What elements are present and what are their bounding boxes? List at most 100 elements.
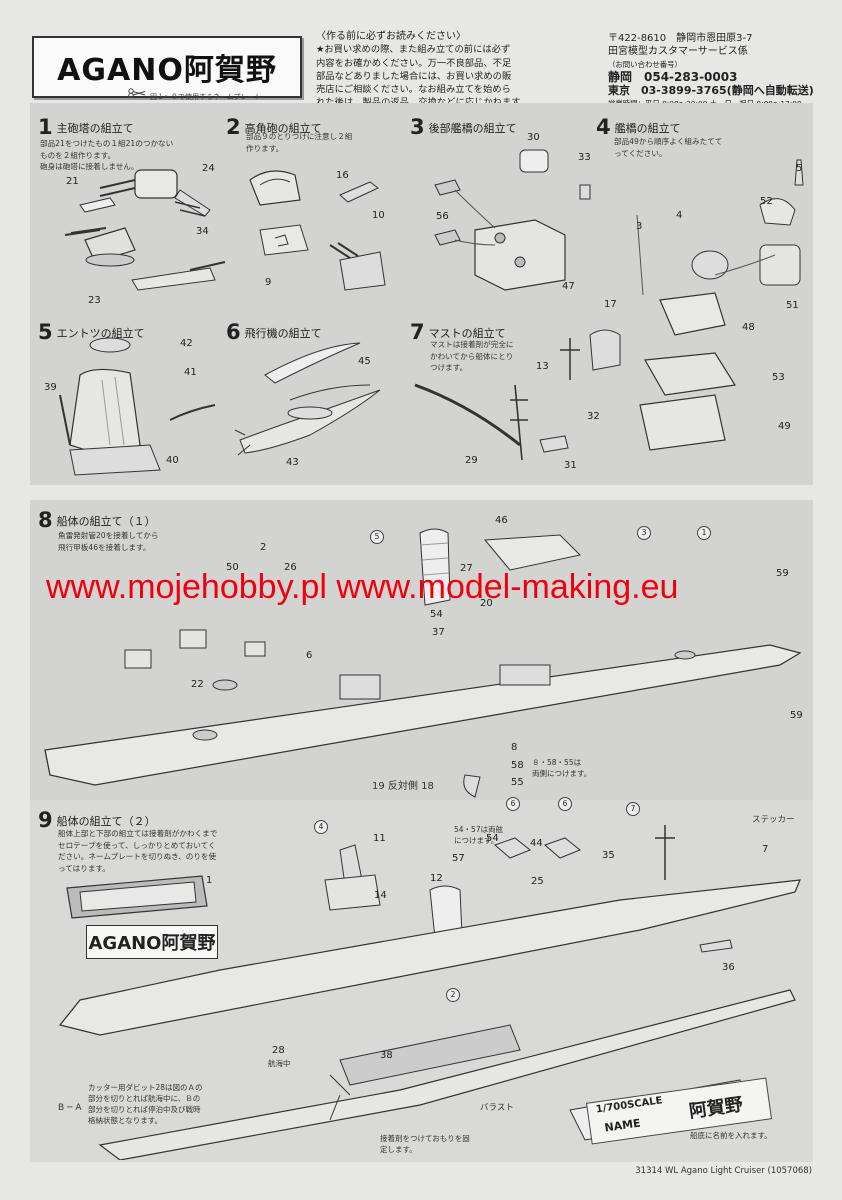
step-4-bridge-diagram [589,159,804,451]
step-3-rear-bridge-diagram [434,149,591,291]
part-label: 53 [772,372,785,383]
part-label: 57 [452,853,465,864]
step-2-aa-gun-diagram [249,170,386,291]
part-label: 9 [265,277,272,288]
inquiry-label: （お問い合わせ番号） [608,60,682,69]
part-label: 35 [602,850,615,861]
step-number: 4 [596,115,611,139]
contact-info: 〒422-8610 静岡市恩田原3-7 田宮模型カスタマーサービス係 （お問い合… [608,32,838,110]
part-label: 13 [536,361,549,372]
part-label: 59 [790,710,803,721]
intro-line: れた後は、製品の返品、交換などに応じかねます。 [316,96,586,109]
callout-2: 2 [446,988,460,1002]
part-label: 10 [372,210,385,221]
step-title: エントツの組立て [56,327,145,340]
step-7-mast-diagram [414,338,580,461]
note-54-57: 54・57は両舷 につけます。 [454,825,504,845]
part-label: 39 [44,382,57,393]
intro-line: 部品などありました場合には、お買い求めの販 [316,70,512,82]
part-label: 6 [306,650,313,661]
step-8-note: 魚雷発射管20を接着してから 飛行甲板46を接着します。 [58,531,159,552]
step-number: 1 [38,115,53,139]
part-label: 46 [495,515,508,526]
part-label: 48 [742,322,755,333]
part-label: 29 [465,455,478,466]
part-label: 33 [578,152,591,163]
part-label: 20 [480,598,493,609]
ballast-label: バラスト [480,1103,514,1113]
callout-6: 6 [506,797,520,811]
footer-product-code: 31314 WL Agano Light Cruiser (1057068) [635,1166,812,1176]
part-label: 45 [358,356,371,367]
callout-5: 5 [370,530,384,544]
part-label: 50 [226,562,239,573]
intro-line: ★お買い求めの際、また組み立ての前には必ず [316,44,511,56]
part-label: 7 [762,844,769,855]
part-label: 14 [374,890,387,901]
step-title: 飛行機の組立て [244,327,322,340]
title-nameplate: AGANO阿賀野 [32,36,302,98]
part-label: 36 [722,962,735,973]
step-number: 8 [38,508,53,532]
part-label: 22 [191,679,204,690]
intro-notice: 〈作る前に必ずお読みください〉 ★お買い求めの際、また組み立ての前には必ず 内容… [316,30,586,110]
intro-line: 内容をお確かめください。万一不良部品、不足 [316,57,512,69]
nameplate-text: AGANO阿賀野 [88,933,216,954]
part-label: 34 [196,226,209,237]
part-label: 23 [88,295,101,306]
part-label: 40 [166,455,179,466]
callout-6: 6 [558,797,572,811]
nameplate: AGANO阿賀野 [86,925,218,959]
step-8-hull-diagram [44,528,802,798]
step-title: 主砲塔の組立て [56,122,134,135]
step-title: マストの組立て [428,327,506,340]
callout-3: 3 [637,526,651,540]
step-5-funnel-diagram [59,337,216,476]
davit-note: カッター用ダビット28は図のＡの 部分を切りとれば航海中に、Ｂの 部分を切りとれ… [88,1083,203,1125]
step-2-note: 部品９のとりつけに注意し２組 作ります。 [246,132,353,153]
callout-4: 4 [314,820,328,834]
postal-address: 〒422-8610 静岡市恩田原3-7 [608,33,753,44]
part-label: 54 [430,609,443,620]
part-label: 1 [206,875,213,886]
step-number: 3 [410,115,425,139]
part-label: 12 [430,873,443,884]
step-title: 後部艦橋の組立て [428,122,517,135]
part-label: 2 [260,542,267,553]
part-label: 31 [564,460,577,471]
part-label: 26 [284,562,297,573]
step-1-note: 部品21をつけたもの１組21のつかない ものを２組作ります。 砲身は砲塔に接着し… [40,139,174,171]
part-label: 52 [760,196,773,207]
davit-diagram-ab: B ─ A [58,1103,82,1113]
step-7-note: マストは接着剤が完全に かわいてから船体にとり つけます。 [430,340,514,372]
callout-7: 7 [626,802,640,816]
step-title: 艦橋の組立て [614,122,681,135]
part-label: 24 [202,163,215,174]
step-8-sub-label: 19 反対側 18 [372,781,434,792]
step-1-turret-diagram [64,169,226,291]
part-label: 11 [373,833,386,844]
step-number: 6 [226,320,241,344]
part-label: 51 [786,300,799,311]
step-title: 船体の組立て（２） [56,815,156,828]
phone-shizuoka: 静岡 054-283-0003 [608,70,738,84]
step-9-note: 船体上部と下部の組立ては接着剤がかわくまで セロテープを使って、しっかりとめてお… [58,829,218,873]
part-label: 17 [604,299,617,310]
nameplate-frame [66,875,208,919]
part-label: 8 [511,742,518,753]
step-number: 5 [38,320,53,344]
step-number: 2 [226,115,241,139]
part-label: 56 [436,211,449,222]
part-label: 4 [676,210,683,221]
page-title: AGANO阿賀野 [57,53,277,88]
step-title: 高角砲の組立て [244,122,322,135]
part-label: 3 [636,221,643,232]
step-number: 7 [410,320,425,344]
part-label: 42 [180,338,193,349]
part-label: 25 [531,876,544,887]
